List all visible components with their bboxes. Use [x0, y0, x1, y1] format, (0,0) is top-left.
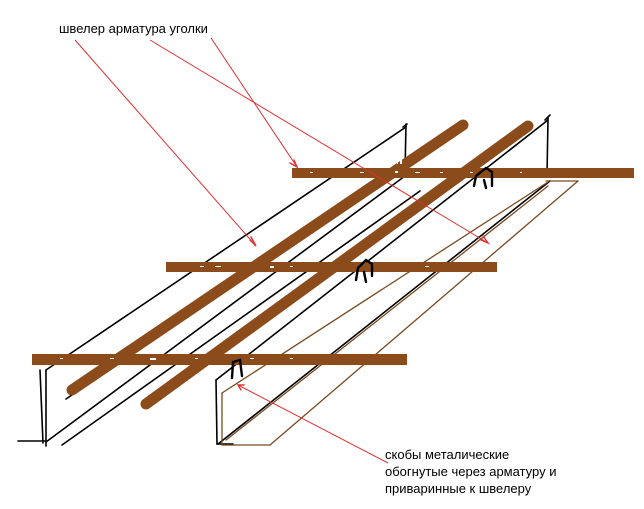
legend-label-top: швелер арматура уголки: [59, 21, 208, 36]
cross-bars: [32, 168, 634, 365]
angle-outline: [221, 180, 579, 446]
pointer-lines: [74, 37, 489, 464]
legend-label-bottom: скобы металические обогнутые через армат…: [385, 446, 556, 497]
brackets: [230, 166, 494, 380]
pointer-channel: [74, 39, 257, 247]
bracket-top: [472, 166, 494, 190]
cross-bar-middle: [166, 262, 497, 272]
bottom-label-line-3: приваринные к швелеру: [385, 481, 532, 496]
bracket-middle: [354, 258, 374, 284]
bracket-bottom: [230, 358, 244, 380]
bottom-label-line-1: скобы металические: [385, 447, 510, 462]
bottom-label-line-2: обогнутые через арматуру и: [385, 464, 557, 479]
pointer-arrowheads: [236, 159, 491, 391]
channel-outline: [17, 114, 551, 447]
cross-bar-top: [292, 168, 634, 178]
pointer-angle: [210, 37, 298, 168]
pointer-rebar: [149, 39, 489, 244]
cross-bar-bottom: [32, 354, 407, 365]
bar-speckles: [60, 158, 522, 360]
rebar-diagonal-left: [66, 119, 469, 396]
pointer-bracket: [237, 384, 389, 464]
